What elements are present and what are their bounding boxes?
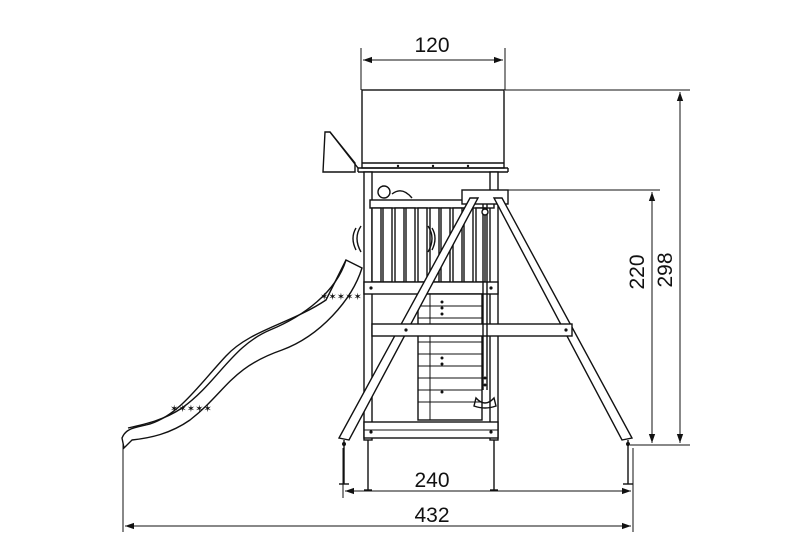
- dimension-frame-height-label: 220: [626, 254, 649, 289]
- dimension-base-width-label: 240: [414, 469, 449, 492]
- side-handles: [352, 225, 436, 253]
- swing-seat: [473, 204, 497, 409]
- dimension-roof-width: 120: [360, 34, 506, 90]
- roof: [357, 89, 509, 173]
- dimension-roof-width-label: 120: [414, 34, 449, 57]
- slide: ✶✶✶✶✶ ✶✶✶✶✶: [121, 259, 363, 450]
- dimension-frame-height: 220: [505, 189, 660, 443]
- dimension-total-width: 432: [122, 440, 634, 532]
- tower-posts: [363, 171, 499, 491]
- dimension-total-width-label: 432: [414, 504, 449, 527]
- dimension-base-width: 240: [342, 448, 634, 498]
- flag: [322, 131, 359, 173]
- svg-text:✶✶✶✶✶: ✶✶✶✶✶: [170, 404, 212, 415]
- swing-frame: [337, 189, 634, 485]
- dimension-total-height: 298: [505, 89, 690, 446]
- bottom-rail: [363, 421, 499, 439]
- svg-text:✶✶✶✶✶: ✶✶✶✶✶: [320, 292, 362, 303]
- climbing-wall: [417, 293, 483, 421]
- dimension-total-height-label: 298: [654, 252, 677, 287]
